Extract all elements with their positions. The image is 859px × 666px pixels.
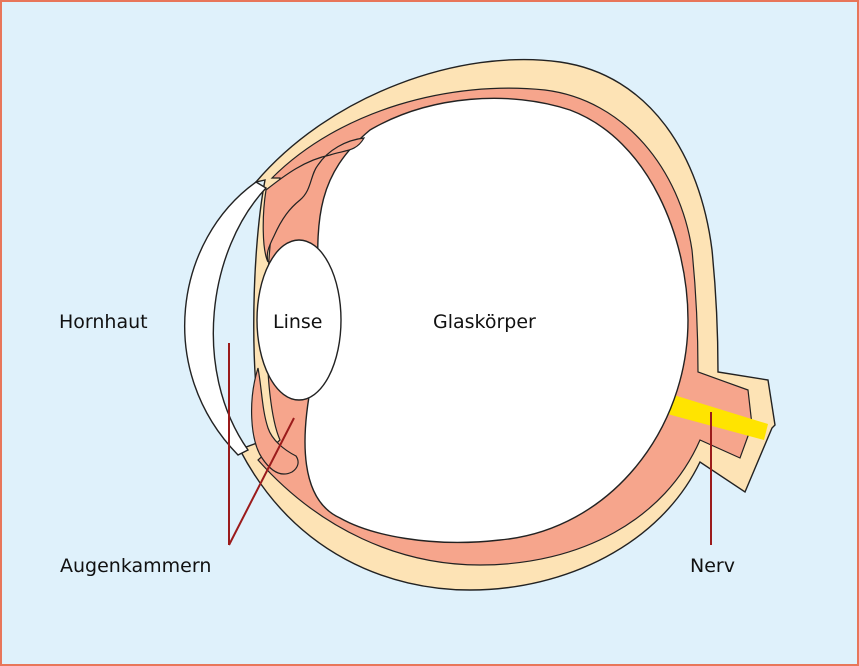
label-hornhaut: Hornhaut	[59, 311, 148, 333]
label-augenkammern: Augenkammern	[60, 555, 211, 577]
label-glaskoerper: Glaskörper	[433, 311, 536, 333]
label-nerv: Nerv	[690, 555, 735, 577]
label-linse: Linse	[273, 311, 323, 333]
